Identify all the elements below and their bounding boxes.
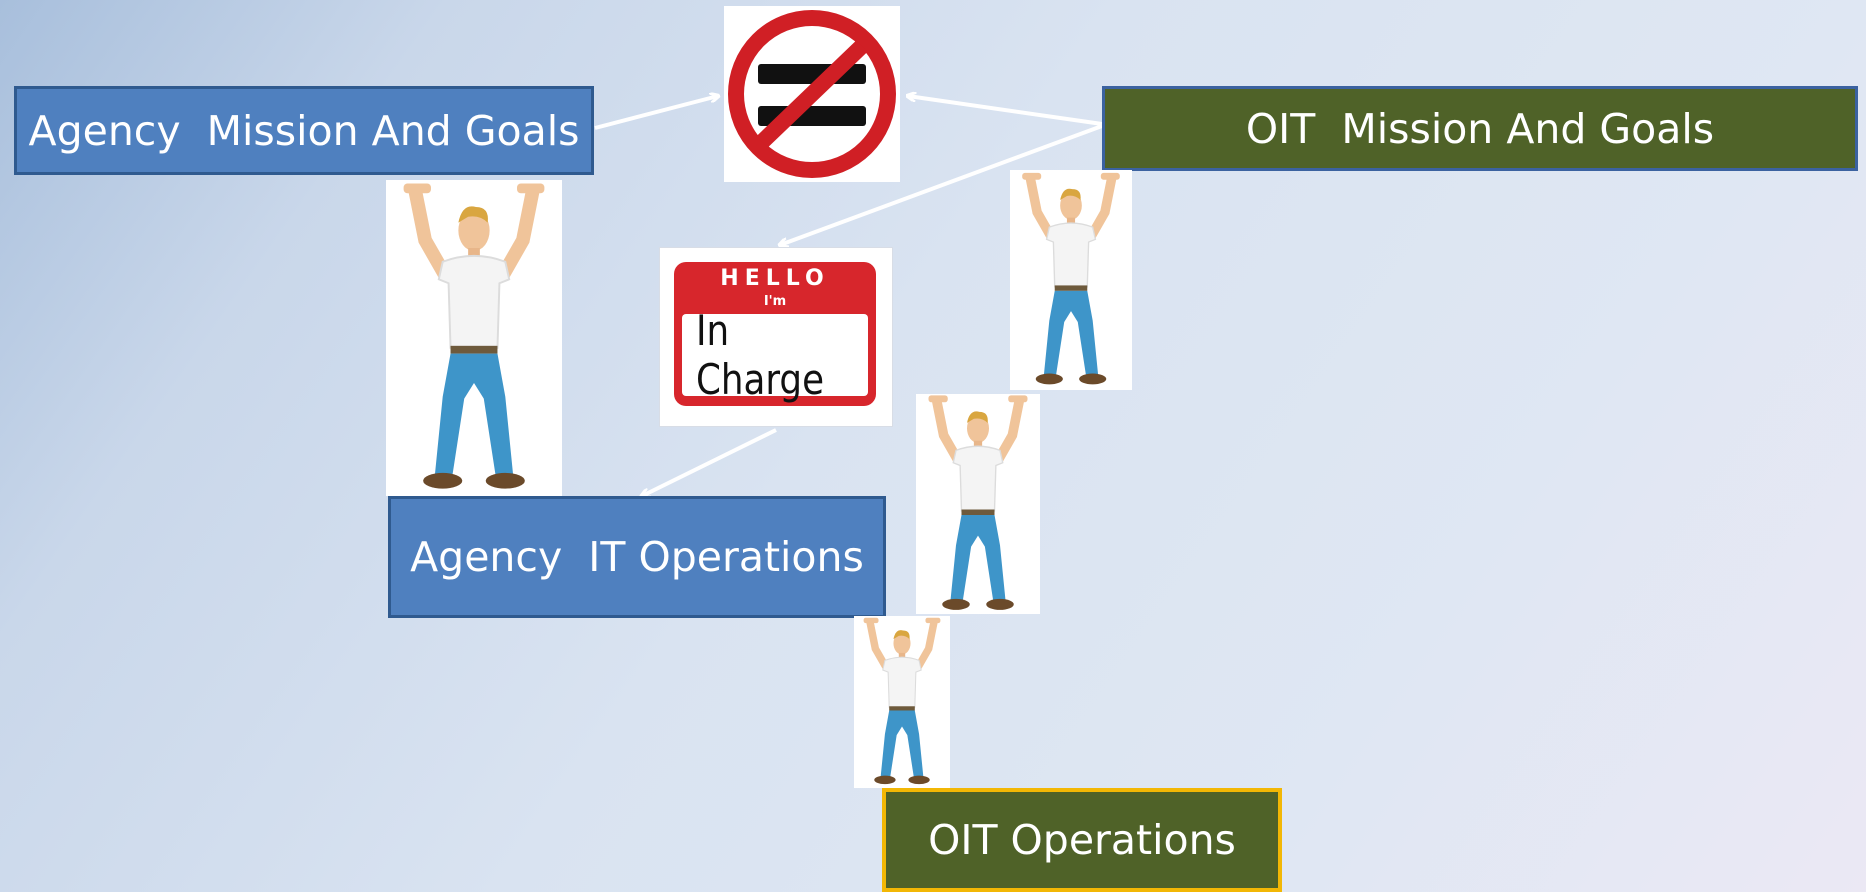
oit-mission-box: OIT Mission And Goals xyxy=(1102,86,1858,171)
man-holding-up-icon xyxy=(916,394,1040,614)
name-tag-white-field: In Charge xyxy=(682,306,868,404)
name-tag-name: In Charge xyxy=(695,306,825,404)
name-tag-im: I'm xyxy=(763,294,787,309)
agency-it-operations-box: Agency IT Operations xyxy=(388,496,886,618)
man-holding-up-icon xyxy=(854,616,950,788)
name-tag-sticker: HELLO I'm In Charge xyxy=(660,248,892,426)
agency-mission-box: Agency Mission And Goals xyxy=(14,86,594,175)
name-tag-red-frame: HELLO I'm In Charge xyxy=(674,262,876,406)
arrow-oit-mission-to-not-equal xyxy=(908,96,1103,126)
name-tag-hello: HELLO xyxy=(720,266,830,291)
oit-operations-box: OIT Operations xyxy=(882,788,1282,892)
man-holding-up-icon xyxy=(1010,170,1132,390)
arrow-name-tag-to-agency-it-ops xyxy=(642,428,777,496)
man-holding-up-icon xyxy=(386,180,562,496)
not-equal-sign-icon xyxy=(724,6,900,182)
arrow-agency-mission-to-not-equal xyxy=(594,96,718,130)
